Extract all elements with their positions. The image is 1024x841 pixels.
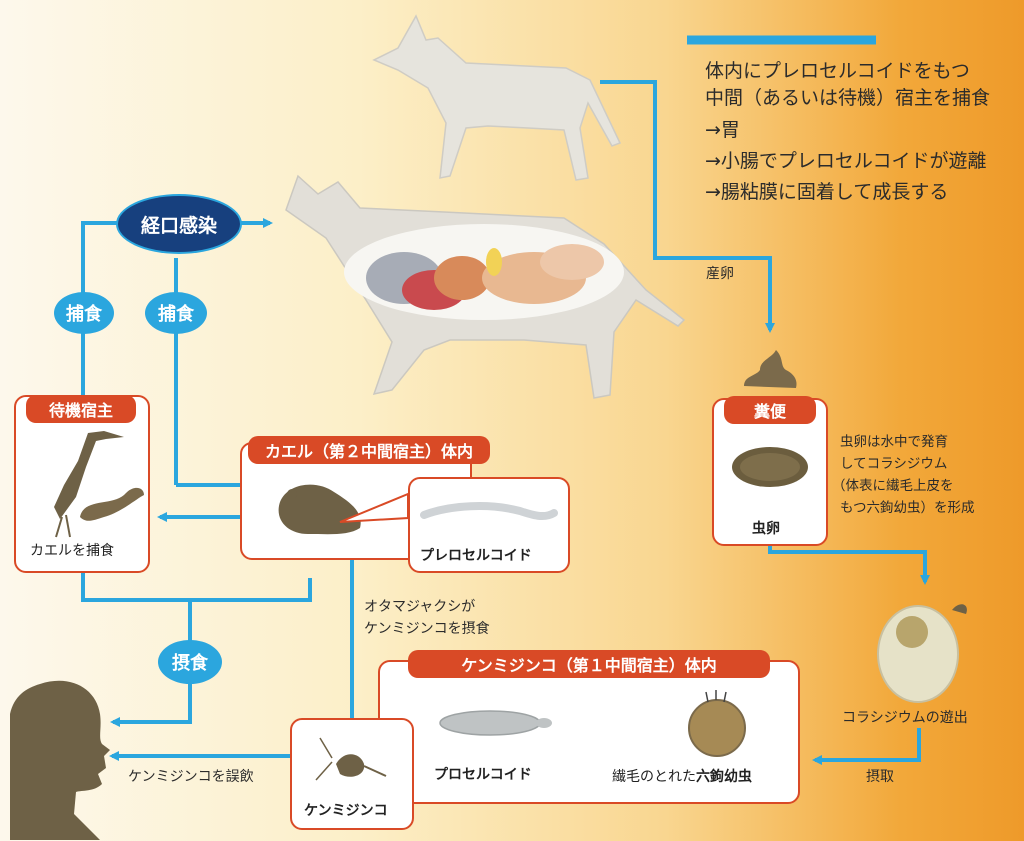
accidental-drink-label: ケンミジンコを誤飲 xyxy=(128,769,254,785)
ingestion-top-line xyxy=(81,560,312,602)
cat-anatomy-icon xyxy=(285,174,686,399)
egg-dev-line-2: してコラシジウム xyxy=(840,456,948,472)
copepod-internal-box xyxy=(378,660,800,804)
egg-dev-line-4: もつ六鉤幼虫）を形成 xyxy=(840,500,975,516)
tadpole-line-1: オタマジャクシが xyxy=(364,599,476,615)
oncosphere-label: 繊毛のとれた六鉤幼虫 xyxy=(612,766,752,786)
plerocercoid-label: プレロセルコイド xyxy=(420,548,532,564)
info-line-5: →腸粘膜に固着して成長する xyxy=(705,181,949,203)
feces-icon xyxy=(744,350,797,388)
egg-dev-line-3: （体表に繊毛上皮を xyxy=(832,478,954,494)
info-line-3: →胃 xyxy=(705,119,740,141)
oviposition-arrow xyxy=(600,80,775,333)
copepod-box xyxy=(290,718,414,830)
paratenic-caption: カエルを捕食 xyxy=(30,543,114,559)
ingestion-badge: 摂食 xyxy=(158,640,222,684)
info-line-1: 体内にプレロセルコイドをもつ xyxy=(705,60,970,82)
predation-badge-1: 捕食 xyxy=(54,292,114,334)
oncosphere-prefix: 繊毛のとれた xyxy=(612,769,696,785)
bubble-pointer xyxy=(339,492,409,523)
info-line-4: →小腸でプレロセルコイドが遊離 xyxy=(705,150,987,172)
frog-host-title: カエル（第２中間宿主）体内 xyxy=(248,436,490,464)
human-head-icon xyxy=(10,680,110,840)
snake-icon xyxy=(80,487,144,521)
intake-label: 摂取 xyxy=(866,769,894,785)
coracidium-icon xyxy=(877,604,967,703)
oral-infection-badge: 経口感染 xyxy=(118,196,240,252)
paratenic-host-box xyxy=(14,395,150,573)
paratenic-host-title: 待機宿主 xyxy=(26,395,136,423)
coracidium-release-label: コラシジウムの遊出 xyxy=(842,710,968,726)
oviposition-label: 産卵 xyxy=(706,266,734,282)
info-line-2: 中間（あるいは待機）宿主を捕食 xyxy=(705,87,991,109)
egg-development-arrow xyxy=(768,545,930,585)
heron-icon xyxy=(54,431,124,538)
feces-title: 糞便 xyxy=(724,396,816,424)
copepod-internal-title: ケンミジンコ（第１中間宿主）体内 xyxy=(408,650,770,678)
oncosphere-bold: 六鉤幼虫 xyxy=(696,769,752,785)
tadpole-line-2: ケンミジンコを摂食 xyxy=(364,621,490,637)
egg-dev-line-1: 虫卵は水中で発育 xyxy=(840,434,948,450)
egg-label: 虫卵 xyxy=(752,521,780,537)
egg-icon xyxy=(732,447,808,487)
dog-silhouette-icon xyxy=(372,14,622,181)
procercoid-icon xyxy=(439,710,552,736)
plerocercoid-box xyxy=(408,477,570,573)
paratenic-to-oral-line xyxy=(81,221,118,395)
copepod-caption: ケンミジンコ xyxy=(304,803,388,819)
procercoid-label: プロセルコイド xyxy=(434,767,532,783)
copepod-icon xyxy=(315,737,387,781)
intake-arrow xyxy=(812,728,921,765)
plerocercoid-icon xyxy=(420,502,558,521)
oncosphere-icon xyxy=(688,690,746,757)
predation-badge-2: 捕食 xyxy=(145,292,207,334)
